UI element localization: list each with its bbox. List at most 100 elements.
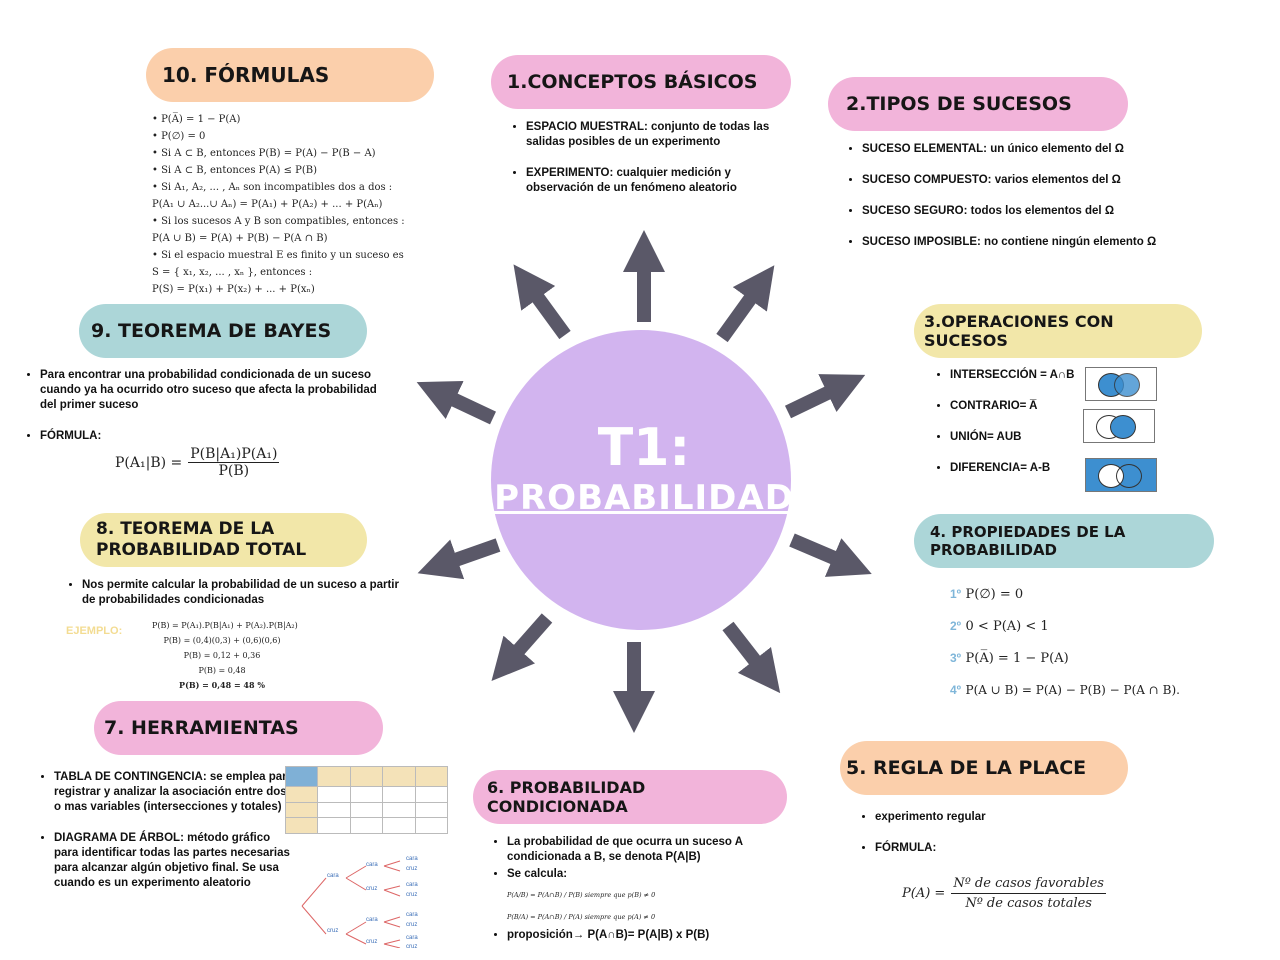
section-9-list: Para encontrar una probabilidad condicio…	[22, 368, 380, 460]
tree-node: cara	[366, 917, 378, 923]
section-7-title: 7. HERRAMIENTAS	[94, 701, 383, 755]
formula-line: • Si el espacio muestral E es finito y u…	[152, 250, 404, 261]
example-line: P(B) = (0,4)(0,3) + (0,6)(0,6)	[163, 636, 281, 645]
property-formula: 0 < P(A) < 1	[965, 619, 1049, 634]
list-item: FÓRMULA:	[875, 841, 1075, 856]
section-3-list: INTERSECCIÓN = A∩B CONTRARIO= A̅ UNIÓN= …	[932, 368, 1100, 492]
property-number: 2º	[950, 619, 962, 633]
section-1-title: 1.CONCEPTOS BÁSICOS	[491, 55, 791, 109]
property-item: 2º 0 < P(A) < 1	[950, 610, 1180, 642]
example-label: EJEMPLO:	[66, 625, 123, 637]
tree-node: cruz	[366, 886, 378, 892]
section-7-list: TABLA DE CONTINGENCIA: se emplea para re…	[36, 770, 294, 907]
example-line: P(B) = 0,48	[198, 666, 246, 675]
list-item: UNIÓN= AUB	[950, 430, 1100, 445]
section-10-title: 10. FÓRMULAS	[146, 48, 434, 102]
example-line: P(B) = 0,48 = 48 %	[179, 680, 265, 690]
arrow-up-right	[716, 265, 775, 343]
section-8-title-text: 8. TEOREMA DE LA PROBABILIDAD TOTAL	[96, 519, 306, 561]
section-8-title-line1: 8. TEOREMA DE LA	[96, 519, 275, 539]
property-formula: P(∅) = 0	[965, 587, 1024, 602]
property-item: 4º P(A ∪ B) = P(A) − P(B) − P(A ∩ B).	[950, 674, 1180, 706]
laplace-fraction: Nº de casos favorables Nº de casos total…	[951, 876, 1106, 911]
venn-difference-image	[1085, 458, 1157, 492]
section-6-title: 6. PROBABILIDAD CONDICIONADA	[473, 770, 787, 824]
center-circle	[491, 330, 791, 630]
property-formula: P(A̅) = 1 − P(A)	[965, 651, 1069, 666]
formula-line: P(A₁ ∪ A₂...∪ Aₙ) = P(A₁) + P(A₂) + ... …	[152, 199, 383, 210]
arrow-left-up	[416, 380, 496, 425]
property-item: 3º P(A̅) = 1 − P(A)	[950, 642, 1180, 674]
arrow-right-up	[784, 374, 866, 419]
formula-line: S = { x₁, x₂, ... , xₙ }, entonces :	[152, 267, 313, 278]
bayes-denominator: P(B)	[218, 463, 250, 479]
formula-line: • P(∅) = 0	[152, 131, 206, 142]
conditional-formula-line: P(B/A) = P(A∩B) / P(A) siempre que p(A) …	[507, 913, 656, 921]
section-4-title-text: 4. PROPIEDADES DE LA PROBABILIDAD	[930, 523, 1126, 559]
property-item: 1º P(∅) = 0	[950, 578, 1180, 610]
laplace-numerator: Nº de casos favorables	[951, 876, 1106, 894]
section-2-list: SUCESO ELEMENTAL: un único elemento del …	[844, 142, 1202, 266]
list-item: Para encontrar una probabilidad condicio…	[40, 368, 380, 413]
property-formula: P(A ∪ B) = P(A) − P(B) − P(A ∩ B).	[965, 683, 1180, 697]
section-6-title-text: 6. PROBABILIDAD CONDICIONADA	[487, 778, 646, 816]
list-item: SUCESO COMPUESTO: varios elementos del Ω	[862, 173, 1202, 188]
list-item: EXPERIMENTO: cualquier medición y observ…	[526, 166, 796, 196]
arrow-up-left	[513, 264, 571, 340]
tree-node: cara	[406, 935, 418, 941]
properties-list: 1º P(∅) = 0 2º 0 < P(A) < 1 3º P(A̅) = 1…	[950, 578, 1180, 706]
tree-node: cara	[406, 856, 418, 862]
formula-line: • Si A ⊂ B, entonces P(B) = P(A) − P(B −…	[152, 148, 376, 159]
property-number: 4º	[950, 683, 962, 697]
tree-node: cruz	[406, 892, 418, 898]
formula-line: P(A ∪ B) = P(A) + P(B) − P(A ∩ B)	[152, 233, 328, 244]
formula-line: • Si los sucesos A y B son compatibles, …	[152, 216, 405, 227]
bayes-numerator: P(B|A₁)P(A₁)	[188, 446, 280, 463]
tree-node: cara	[366, 862, 378, 868]
tree-node: cruz	[406, 922, 418, 928]
section-10-title-text: 10. FÓRMULAS	[162, 63, 330, 87]
tree-node: cruz	[406, 866, 418, 872]
list-item: proposición→ P(A∩B)= P(A|B) x P(B)	[507, 928, 777, 943]
tree-node: cara	[327, 873, 339, 879]
example-line: P(B) = P(A₁).P(B|A₁) + P(A₂).P(B|A₂)	[152, 621, 298, 630]
venn-intersection-image	[1085, 367, 1157, 401]
conditional-formula-line: P(A/B) = P(A∩B) / P(B) siempre que p(B) …	[507, 891, 656, 899]
list-item: DIAGRAMA DE ÁRBOL: método gráfico para i…	[54, 831, 294, 891]
section-2-title: 2.TIPOS DE SUCESOS	[828, 77, 1128, 131]
laplace-lhs: P(A) =	[902, 886, 946, 901]
formula-line: • Si A₁, A₂, ... , Aₙ son incompatibles …	[152, 182, 393, 193]
section-3-title: 3.OPERACIONES CON SUCESOS	[914, 304, 1202, 358]
section-3-title-text: 3.OPERACIONES CON SUCESOS	[924, 312, 1114, 350]
section-9-title: 9. TEOREMA DE BAYES	[79, 304, 367, 358]
list-item: TABLA DE CONTINGENCIA: se emplea para re…	[54, 770, 294, 815]
laplace-formula: P(A) = Nº de casos favorables Nº de caso…	[902, 876, 1106, 911]
formula-line: • Si A ⊂ B, entonces P(A) ≤ P(B)	[152, 165, 318, 176]
section-2-title-text: 2.TIPOS DE SUCESOS	[846, 93, 1072, 115]
list-item: DIFERENCIA= A-B	[950, 461, 1100, 476]
bayes-lhs: P(A₁|B) =	[115, 454, 183, 471]
center-subtitle: PROBABILIDAD	[494, 478, 794, 518]
section-4-title: 4. PROPIEDADES DE LA PROBABILIDAD	[914, 514, 1214, 568]
list-item: Nos permite calcular la probabilidad de …	[82, 578, 402, 608]
example-formulas: P(B) = P(A₁).P(B|A₁) + P(A₂).P(B|A₂) P(B…	[152, 618, 298, 693]
tree-node: cara	[406, 882, 418, 888]
tree-node: cruz	[406, 944, 418, 950]
list-item: Se calcula:	[507, 867, 777, 882]
property-number: 3º	[950, 651, 962, 665]
list-item: SUCESO ELEMENTAL: un único elemento del …	[862, 142, 1202, 157]
example-line: P(B) = 0,12 + 0,36	[183, 651, 261, 660]
formula-line: • P(A̅) = 1 − P(A)	[152, 114, 241, 125]
list-item: INTERSECCIÓN = A∩B	[950, 368, 1100, 383]
bayes-fraction: P(B|A₁)P(A₁) P(B)	[188, 446, 280, 479]
formula-line: P(S) = P(x₁) + P(x₂) + ... + P(xₙ)	[152, 284, 315, 295]
section-8-list: Nos permite calcular la probabilidad de …	[64, 578, 402, 624]
section-5-title-text: 5. REGLA DE LA PLACE	[846, 757, 1087, 779]
section-8-title: 8. TEOREMA DE LA PROBABILIDAD TOTAL	[80, 513, 367, 567]
arrow-down-right	[722, 621, 781, 694]
tree-node: cara	[406, 912, 418, 918]
center-title: T1:	[597, 418, 691, 478]
contingency-table-image	[284, 766, 449, 834]
section-1-list: ESPACIO MUESTRAL: conjunto de todas las …	[508, 120, 796, 212]
